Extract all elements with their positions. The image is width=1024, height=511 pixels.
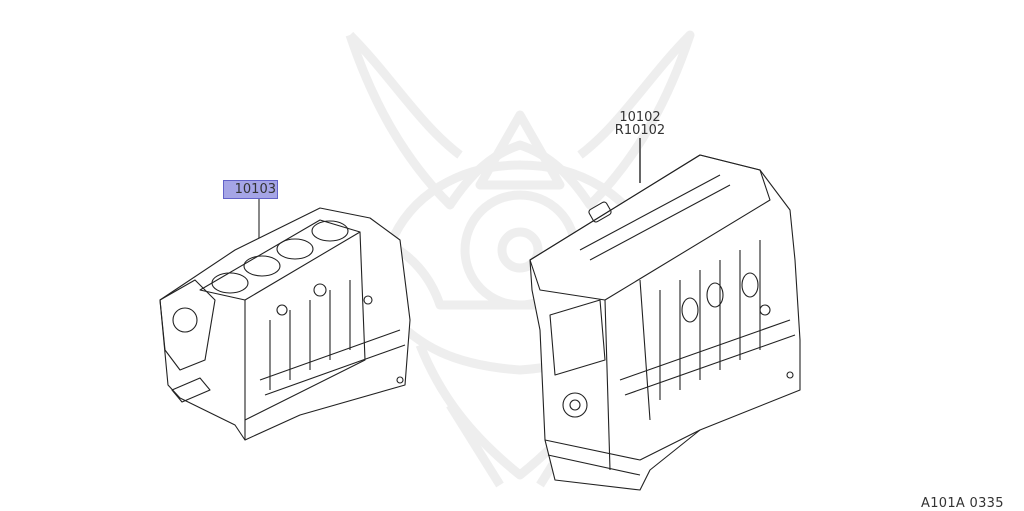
callout-r10102[interactable]: R10102 [614, 123, 666, 138]
callout-group-engine-assembly: 10102 R10102 [608, 111, 672, 137]
callout-10102[interactable]: 10102 [619, 110, 661, 125]
engine-assembly-drawing [529, 154, 801, 491]
cylinder-block-drawing [159, 207, 411, 441]
diagram-code: A101A 0335 [921, 496, 1004, 511]
callout-10103[interactable]: 10103 [223, 180, 278, 199]
